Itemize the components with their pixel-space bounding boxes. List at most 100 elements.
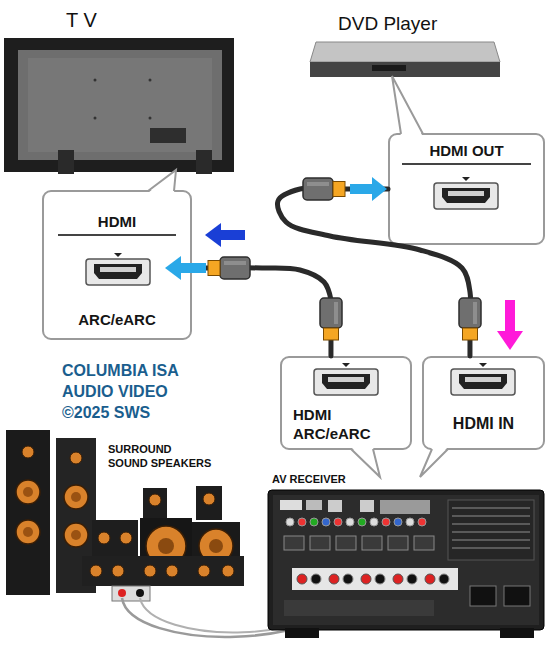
- direction-arrow: [505, 300, 515, 332]
- av-receiver-illustration: [343, 574, 353, 584]
- callout-tail: [351, 447, 380, 477]
- av-receiver-illustration: [273, 495, 539, 625]
- speakers-illustration: [140, 518, 192, 574]
- speakers-illustration: [118, 589, 126, 597]
- speakers-illustration: [98, 532, 110, 544]
- callout-tail: [420, 447, 448, 477]
- av-receiver-illustration: [382, 518, 390, 526]
- speakers-illustration: [112, 565, 124, 577]
- device-label: T V: [66, 8, 126, 32]
- speakers-illustration: [82, 556, 244, 586]
- av-receiver-illustration: [504, 586, 530, 606]
- dvd-player-illustration: [310, 62, 500, 77]
- av-receiver-illustration: [286, 518, 294, 526]
- speakers-illustration: [90, 565, 102, 577]
- speakers-illustration: [120, 532, 132, 544]
- speakers-illustration: [56, 438, 96, 593]
- av-receiver-illustration: [452, 508, 530, 548]
- callout-tail: [148, 76, 448, 477]
- direction-arrow: [165, 177, 523, 350]
- callout-box: HDMI IN: [422, 356, 545, 450]
- speakers-illustration: [203, 493, 215, 505]
- speakers-illustration: [6, 430, 50, 595]
- callout-tail: [392, 76, 423, 134]
- tv-illustration: [28, 58, 212, 152]
- speakers-illustration: [6, 430, 244, 601]
- hdmi-port: [314, 363, 378, 395]
- speakers-illustration: [16, 520, 40, 544]
- av-receiver-illustration: [310, 518, 318, 526]
- device-label: SURROUND SOUND SPEAKERS: [108, 442, 213, 470]
- tv-illustration: [94, 117, 97, 120]
- hdmi-port: [451, 363, 515, 395]
- tv-illustration: [4, 38, 234, 174]
- port-label: HDMI: [58, 212, 176, 236]
- av-receiver-illustration: [360, 500, 374, 512]
- av-receiver-illustration: [292, 568, 458, 590]
- speakers-illustration: [22, 446, 34, 458]
- hdmi-plug: [303, 178, 345, 200]
- speaker-wire: [122, 584, 352, 637]
- port-label: HDMI ARC/eARC: [293, 405, 401, 443]
- av-receiver-illustration: [328, 500, 342, 512]
- port-label: HDMI IN: [429, 414, 538, 434]
- speakers-illustration: [149, 494, 161, 506]
- av-receiver-illustration: [470, 586, 496, 606]
- av-receiver-illustration: [358, 518, 366, 526]
- tv-illustration: [196, 150, 212, 174]
- speaker-wire: [122, 584, 352, 637]
- av-receiver-illustration: [375, 574, 385, 584]
- av-receiver-illustration: [298, 518, 306, 526]
- hdmi-plug: [208, 178, 481, 340]
- device-label: AV RECEIVER: [272, 472, 392, 486]
- speakers-illustration: [196, 486, 222, 520]
- callout-box: HDMI OUT: [388, 133, 545, 245]
- av-receiver-illustration: [280, 500, 302, 510]
- av-receiver-illustration: [388, 536, 408, 550]
- tv-illustration: [58, 150, 74, 174]
- av-receiver-illustration: [394, 518, 402, 526]
- speakers-illustration: [144, 565, 156, 577]
- av-receiver-illustration: [284, 536, 304, 550]
- av-receiver-illustration: [310, 536, 330, 550]
- hdmi-cable: [277, 188, 470, 356]
- speakers-illustration: [64, 485, 88, 509]
- speakers-illustration: [16, 480, 40, 504]
- callout-box: HDMIARC/eARC: [42, 190, 192, 340]
- dvd-player-illustration: [372, 65, 406, 71]
- tv-illustration: [149, 79, 152, 82]
- callout-tail: [148, 170, 176, 193]
- av-receiver-illustration: [380, 500, 430, 514]
- tv-illustration: [150, 128, 186, 143]
- speakers-illustration: [198, 565, 210, 577]
- callout-tail: [392, 76, 423, 137]
- speakers-illustration: [64, 523, 88, 547]
- tv-illustration: [94, 79, 97, 82]
- copyright-note: COLUMBIA ISA AUDIO VIDEO ©2025 SWS: [62, 360, 192, 423]
- av-receiver-illustration: [297, 574, 307, 584]
- direction-arrow: [497, 331, 523, 350]
- tv-illustration: [4, 38, 234, 172]
- direction-arrow: [220, 230, 245, 240]
- speakers-illustration: [143, 488, 167, 520]
- direction-arrow: [165, 256, 181, 280]
- speakers-illustration: [158, 538, 174, 554]
- av-receiver-illustration: [500, 628, 534, 638]
- speakers-illustration: [112, 586, 150, 601]
- callout-tail: [420, 449, 448, 477]
- device-label: DVD Player: [338, 12, 468, 36]
- port-label: HDMI OUT: [402, 141, 531, 165]
- hdmi-plug: [320, 298, 342, 340]
- av-receiver-illustration: [425, 574, 435, 584]
- tv-illustration: [18, 50, 222, 160]
- av-receiver-illustration: [407, 574, 417, 584]
- hdmi-port: [86, 253, 150, 285]
- av-receiver-illustration: [311, 574, 321, 584]
- av-receiver-illustration: [370, 518, 378, 526]
- av-receiver-illustration: [334, 518, 342, 526]
- av-receiver-illustration: [362, 536, 382, 550]
- speakers-illustration: [136, 589, 144, 597]
- speakers-illustration: [166, 565, 178, 577]
